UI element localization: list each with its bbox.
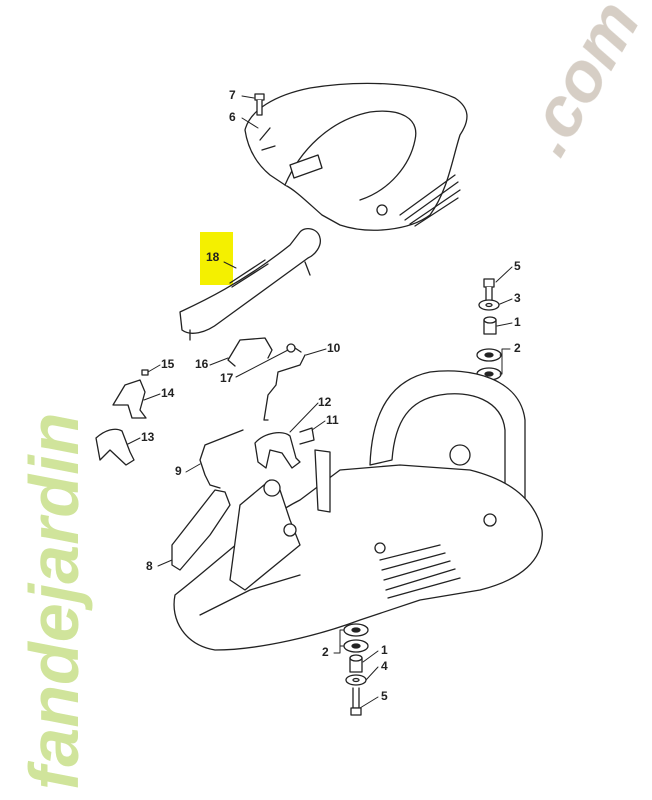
part-8-cover: [171, 489, 231, 571]
part-17-spring: [286, 343, 302, 353]
callout-5-bottom: 5: [381, 689, 388, 703]
callout-2-top: 2: [514, 341, 521, 355]
part-10-wire: [263, 354, 306, 421]
highlight-part-18: [200, 232, 233, 285]
callout-13: 13: [141, 430, 155, 444]
part-1-sleeve-bottom: [349, 654, 363, 673]
callout-2-bottom: 2: [322, 645, 329, 659]
callout-6: 6: [229, 110, 236, 124]
part-4-washer: [345, 674, 367, 686]
callout-5-top: 5: [514, 259, 521, 273]
callout-12: 12: [318, 395, 332, 409]
main-housing: [173, 370, 543, 651]
part-3-washer: [478, 299, 500, 311]
callout-16: 16: [195, 357, 209, 371]
part-2-dampers-bottom: [343, 623, 369, 653]
svg-text:fandejardin: fandejardin: [15, 413, 93, 790]
part-18-handle-molding: [179, 227, 321, 341]
part-12-trigger: [254, 432, 301, 469]
part-16-bracket: [227, 337, 273, 367]
leader-lines: [127, 95, 513, 709]
callout-11: 11: [326, 413, 339, 427]
part-15-screw: [141, 369, 149, 376]
part-6-top-cover: [244, 82, 468, 231]
part-14-lever: [112, 379, 147, 419]
callout-9: 9: [175, 464, 182, 478]
part-9-rod: [199, 429, 244, 489]
part-5-screw-bottom: [350, 687, 362, 716]
part-7-screw: [254, 93, 265, 116]
callout-18: 18: [206, 250, 220, 264]
callout-1-bottom: 1: [381, 643, 388, 657]
part-1-sleeve-top: [483, 316, 497, 335]
part-11-spring: [299, 427, 315, 445]
callout-1-top: 1: [514, 315, 521, 329]
callout-8: 8: [146, 559, 153, 573]
callout-15: 15: [161, 357, 175, 371]
callout-3: 3: [514, 291, 521, 305]
part-13-trigger: [95, 428, 135, 466]
callout-17: 17: [220, 371, 234, 385]
callout-10: 10: [327, 341, 341, 355]
callout-14: 14: [161, 386, 175, 400]
watermark-com: .com: [505, 0, 652, 167]
callout-7: 7: [229, 88, 236, 102]
watermark-text: fandejardin: [15, 413, 93, 790]
callout-4: 4: [381, 659, 388, 673]
part-2-dampers-top: [476, 348, 502, 381]
